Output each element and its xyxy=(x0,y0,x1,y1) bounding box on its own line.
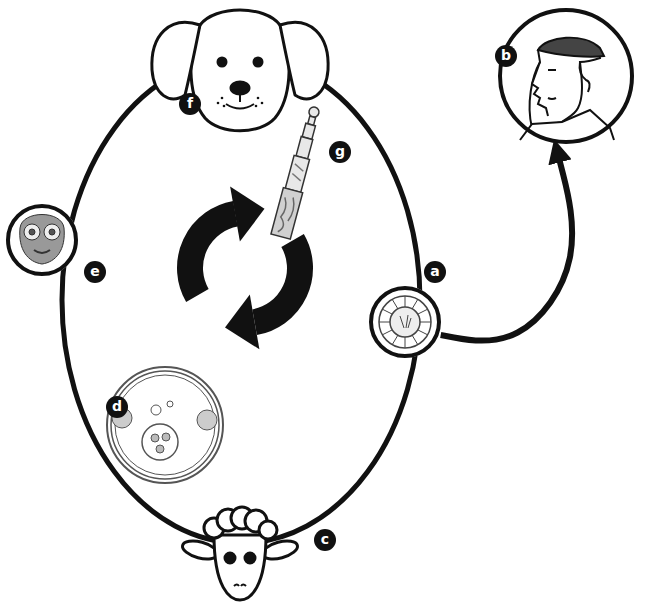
callout-letter: b xyxy=(495,45,517,67)
circle-border xyxy=(8,206,76,274)
egg-drawing xyxy=(379,296,431,348)
protoscolex-inset xyxy=(6,204,78,276)
callout-letter: g xyxy=(329,141,351,163)
callout-letter: c xyxy=(314,529,336,551)
cycle-arrows xyxy=(190,186,300,349)
human-portrait xyxy=(520,38,614,140)
circle-outline xyxy=(498,8,634,144)
sheep-head xyxy=(181,507,300,600)
inset-circle: e xyxy=(6,204,78,276)
circle-border xyxy=(500,10,632,142)
transmission-arrow xyxy=(441,158,572,341)
circle-border xyxy=(371,288,439,356)
callout-letter: a xyxy=(424,261,446,283)
circle-outline xyxy=(6,204,78,276)
callout-letter: f xyxy=(179,93,201,115)
circle-outline xyxy=(369,286,441,358)
inset-circle: a xyxy=(369,286,441,358)
human-inset xyxy=(498,8,634,144)
dog-head xyxy=(152,10,328,131)
callout-letter: d xyxy=(106,396,128,418)
egg-inset xyxy=(369,286,441,358)
protoscolex-drawing xyxy=(20,215,65,265)
adult-tapeworm xyxy=(271,105,325,240)
inset-circle: b xyxy=(498,8,634,144)
hydatid-cyst xyxy=(107,367,223,483)
callout-letter: e xyxy=(84,261,106,283)
